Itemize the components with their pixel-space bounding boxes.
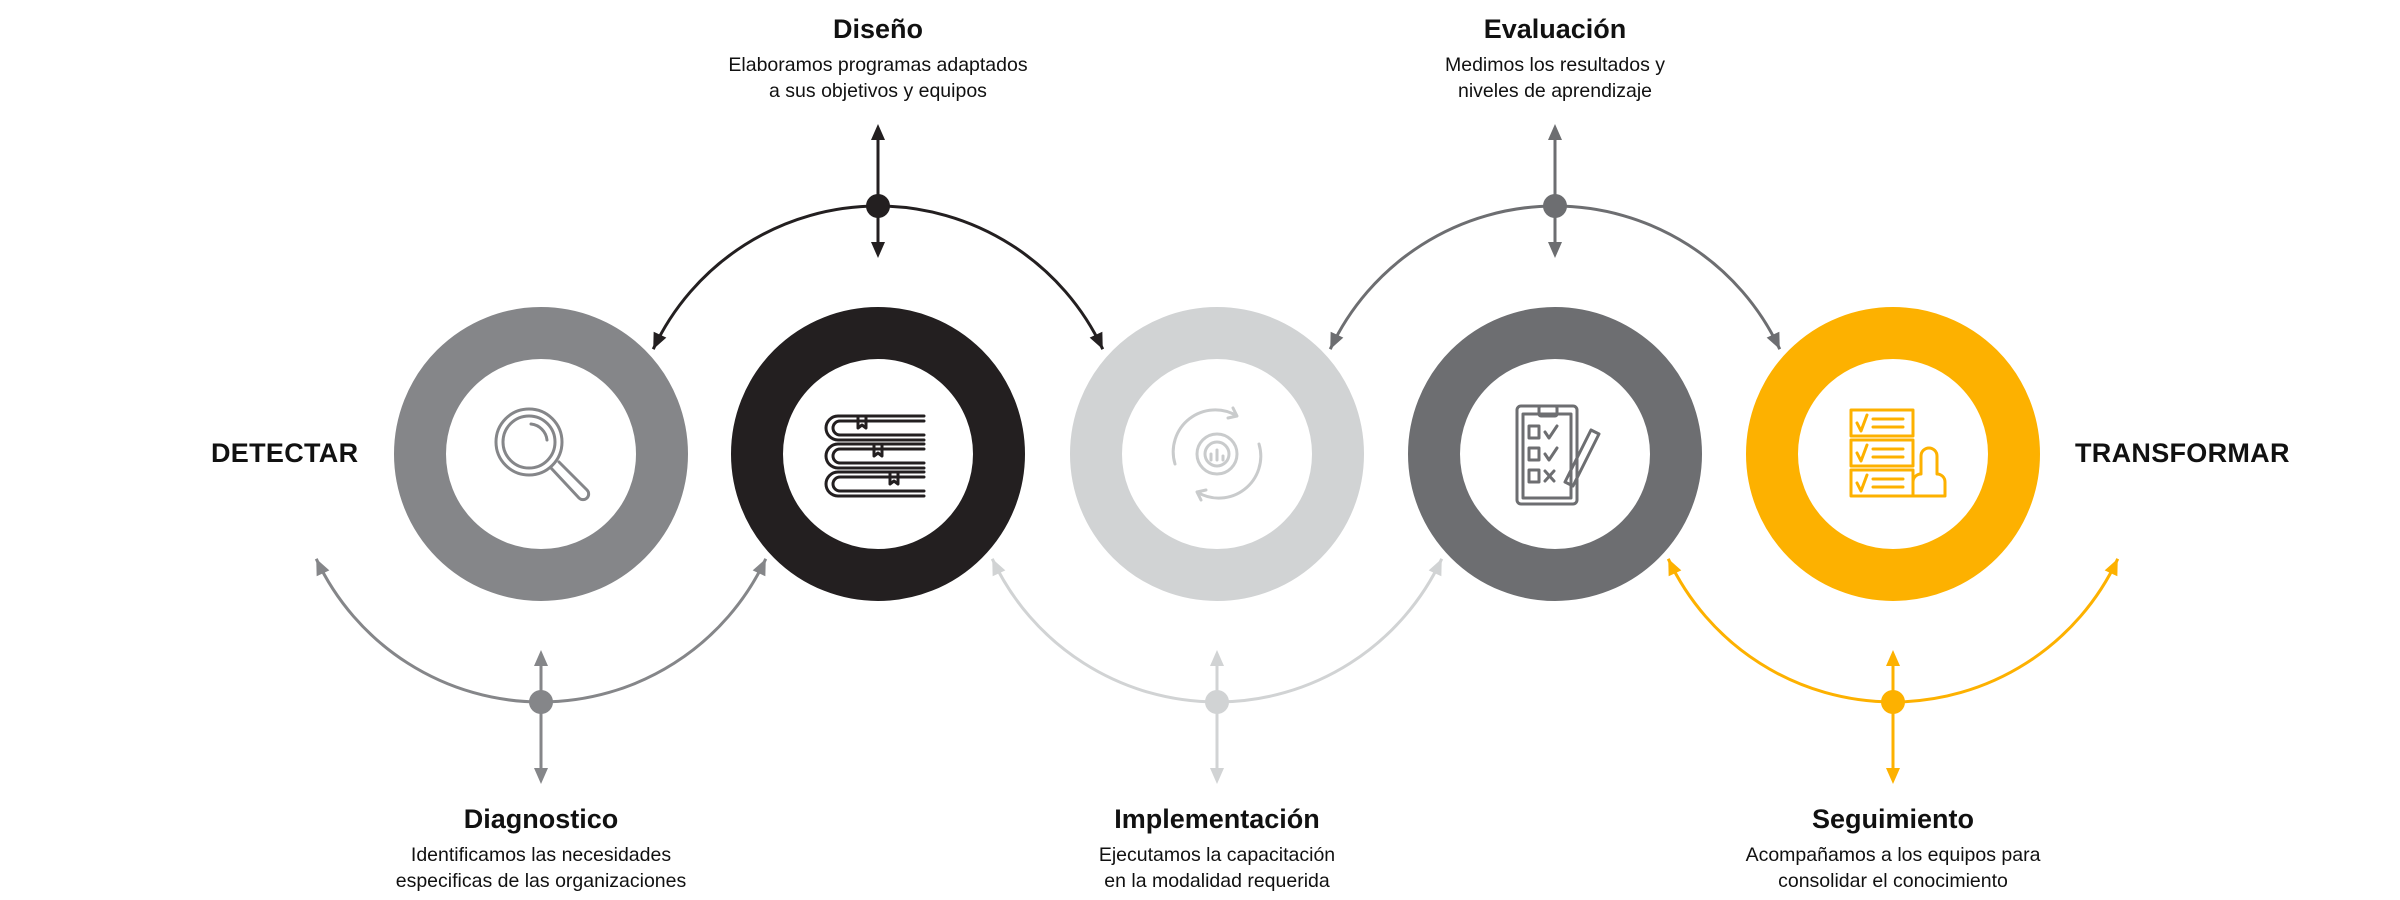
checkbox [1527,468,1541,484]
step-implementacion: Implementación Ejecutamos la capacitació… [957,802,1477,894]
arrowhead-icon [1886,650,1900,666]
bookmark [856,414,868,430]
arrowhead-icon [653,331,667,350]
magnifier-icon [494,407,591,502]
step-title: Evaluación [1483,14,1627,44]
step-desc-line: a sus objetivos y equipos [769,80,987,102]
step-desc-line: Identificamos las necesidades [410,844,672,866]
book-pages [831,447,926,465]
arrowhead-icon [1089,331,1103,350]
cycle-arrow [1195,442,1263,502]
clipboard-inner [1521,412,1573,500]
arrowhead-icon [871,124,885,140]
arrowhead-icon [1330,331,1344,350]
step-ring-5 [1746,307,2040,601]
arrowhead-icon [752,558,766,577]
arrowhead-icon [534,768,548,784]
step-seguimiento: Seguimiento Acompañamos a los equipos pa… [1633,802,2153,894]
book-pages [831,419,926,437]
connector-node-dot [529,690,553,714]
step-ring-1 [394,307,688,601]
gear [1195,432,1239,476]
check-icon [1543,424,1559,440]
check-icon [1543,446,1559,462]
arrowhead-icon [1548,124,1562,140]
checklist-row [1849,438,1915,468]
arrowhead-icon [1428,558,1442,577]
bookmark [888,470,900,486]
step-title: Diagnostico [463,804,619,834]
arrowhead-icon [1210,650,1224,666]
book [824,414,926,442]
check-lines [1855,473,1905,493]
arrowhead-icon [1886,768,1900,784]
arrowhead-icon [316,558,330,577]
lens [494,407,564,477]
checklist-person-icon [1849,408,1947,498]
step-ring-4 [1408,307,1702,601]
step-desc-line: en la modalidad requerida [1104,870,1330,892]
label-transformar: TRANSFORMAR [2075,438,2290,468]
step-title: Seguimiento [1811,804,1974,834]
gear-cycle-icon [1171,406,1263,502]
step-desc-line: Medimos los resultados y [1444,54,1665,76]
lens-inner [501,414,557,470]
step-diagnostico: Diagnostico Identificamos las necesidade… [281,802,801,894]
book [824,470,926,498]
arrowhead-icon [2104,558,2118,577]
arrowhead-icon [871,242,885,258]
arrowhead-icon [1668,558,1682,577]
glint [529,422,549,442]
connector-1 [314,558,768,784]
step-desc-line: niveles de aprendizaje [1457,80,1653,102]
book-pages [831,475,926,493]
checkbox [1527,446,1541,462]
step-desc-line: Acompañamos a los equipos para [1745,844,2041,866]
arrowhead-icon [1766,331,1780,350]
arrowhead-icon [1210,768,1224,784]
connector-4 [1328,124,1782,350]
arrowhead-icon [534,650,548,666]
label-detectar: DETECTAR [211,438,359,468]
clipboard-checklist-icon [1515,404,1601,506]
arrowhead-icon [1548,242,1562,258]
step-ring-2 [731,307,1025,601]
cross-icon [1543,469,1556,483]
cycle-arrow [1171,406,1239,466]
person-icon [1911,446,1947,498]
connector-5 [1666,558,2120,784]
check-lines [1855,443,1905,463]
step-ring-3 [1070,307,1364,601]
step-diseno: Diseño Elaboramos programas adaptados a s… [618,12,1138,104]
step-evaluacion: Evaluación Medimos los resultados y nivel… [1295,12,1815,104]
connector-node-dot [1881,690,1905,714]
connector-3 [990,558,1444,784]
check-lines [1855,413,1905,433]
books-icon [824,414,926,498]
connector-2 [651,124,1105,350]
pencil-icon [1563,428,1601,488]
checklist-row [1849,408,1915,438]
connector-node-dot [866,194,890,218]
step-desc-line: Elaboramos programas adaptados [728,54,1028,76]
step-title: Implementación [1114,804,1320,834]
bookmark [872,442,884,458]
clip [1537,404,1559,418]
step-title: Diseño [832,14,924,44]
connector-node-dot [1205,690,1229,714]
checkbox [1527,424,1541,440]
chart-bars [1209,448,1225,462]
book [824,442,926,470]
step-desc-line: consolidar el conocimiento [1778,870,2008,892]
gear-hub [1203,440,1231,468]
arrowhead-icon [992,558,1006,577]
handle [549,460,591,502]
step-desc-line: Ejecutamos la capacitación [1098,844,1336,866]
step-desc-line: especificas de las organizaciones [395,870,687,892]
connector-node-dot [1543,194,1567,218]
